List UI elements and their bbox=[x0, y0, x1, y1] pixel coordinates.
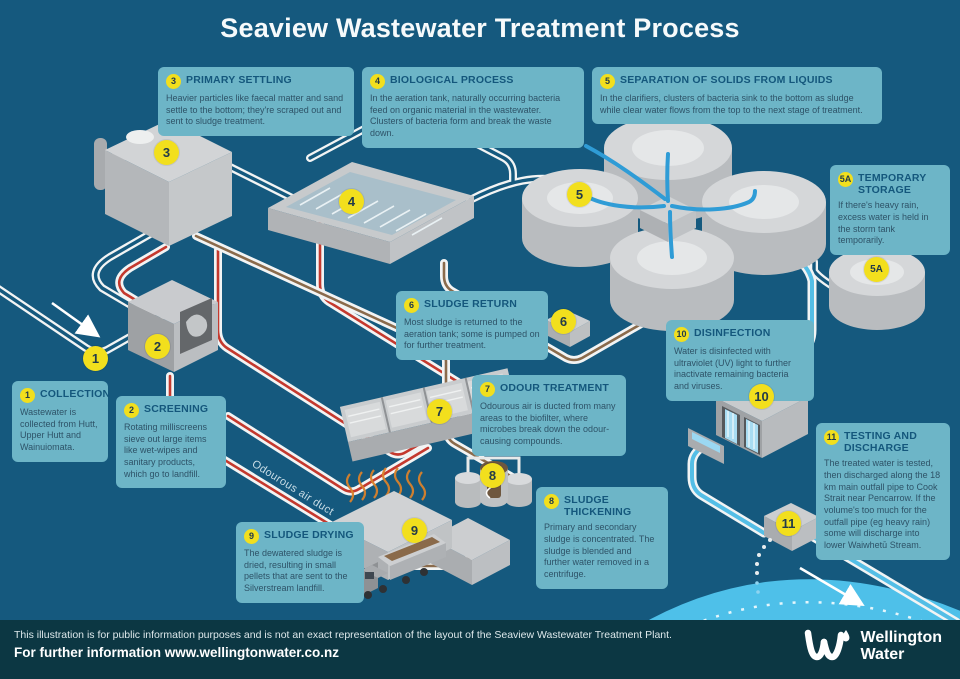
clarifier-feed-pipes bbox=[584, 144, 757, 259]
callout-body: Heavier particles like faecal matter and… bbox=[166, 93, 344, 127]
diagram-badge-4: 4 bbox=[339, 189, 364, 214]
callout-body: Water is disinfected with ultraviolet (U… bbox=[674, 346, 792, 392]
clarifier-bottom bbox=[610, 227, 734, 331]
diagram-badge-3: 3 bbox=[154, 140, 179, 165]
callout-title: SLUDGE THICKENING bbox=[564, 494, 632, 519]
callout-body: In the clarifiers, clusters of bacteria … bbox=[600, 93, 863, 115]
callout-body: The treated water is tested, then discha… bbox=[824, 458, 941, 550]
callout-body: Primary and secondary sludge is concentr… bbox=[544, 522, 655, 579]
heat-waves bbox=[345, 467, 427, 503]
diagram-badge-8: 8 bbox=[480, 463, 505, 488]
screening-building bbox=[128, 280, 218, 372]
callout-odour-treatment: 7 ODOUR TREATMENT Odourous air is ducted… bbox=[472, 375, 626, 456]
callout-number: 8 bbox=[544, 494, 559, 509]
callout-body: Wastewater is collected from Hutt, Upper… bbox=[20, 407, 98, 453]
clarifiers bbox=[522, 116, 826, 331]
callout-number: 1 bbox=[20, 388, 35, 403]
callout-primary-settling: 3 PRIMARY SETTLING Heavier particles lik… bbox=[158, 67, 354, 137]
callout-testing-discharge: 11 TESTING AND DISCHARGE The treated wat… bbox=[816, 423, 950, 560]
callout-number: 6 bbox=[404, 298, 419, 313]
footer-info-url: For further information www.wellingtonwa… bbox=[14, 645, 340, 660]
footer: This illustration is for public informat… bbox=[0, 620, 960, 679]
callout-disinfection: 10 DISINFECTION Water is disinfected wit… bbox=[666, 320, 814, 401]
wellington-water-logo-mark bbox=[804, 629, 849, 661]
logo-line-1: Wellington bbox=[860, 629, 942, 647]
callout-body: Rotating milliscreens sieve out large it… bbox=[124, 422, 208, 479]
diagram-badge-5: 5 bbox=[567, 182, 592, 207]
callout-collection: 1 COLLECTION Wastewater is collected fro… bbox=[12, 381, 111, 462]
aeration-tank bbox=[268, 162, 474, 264]
callout-separation: 5 SEPARATION OF SOLIDS FROM LIQUIDS In t… bbox=[592, 67, 882, 125]
diagram-badge-11: 11 bbox=[776, 511, 801, 536]
callout-body: Odourous air is ducted from many areas t… bbox=[480, 401, 616, 447]
diagram-badge-1: 1 bbox=[83, 346, 108, 371]
callout-body: The dewatered sludge is dried, resulting… bbox=[244, 548, 348, 594]
callout-sludge-return: 6 SLUDGE RETURN Most sludge is returned … bbox=[396, 291, 548, 361]
callout-title: DISINFECTION bbox=[694, 327, 771, 339]
droplet-icon bbox=[842, 630, 849, 642]
diagram-badge-10: 10 bbox=[749, 384, 774, 409]
callout-biological-process: 4 BIOLOGICAL PROCESS In the aeration tan… bbox=[362, 67, 584, 148]
callout-sludge-drying: 9 SLUDGE DRYING The dewatered sludge is … bbox=[236, 522, 364, 603]
truck bbox=[362, 534, 446, 599]
callout-number: 7 bbox=[480, 382, 495, 397]
callout-title: TEMPORARY STORAGE bbox=[858, 172, 927, 197]
diagram-badge-6: 6 bbox=[551, 309, 576, 334]
primary-settling-building bbox=[94, 120, 232, 246]
logo-line-2: Water bbox=[860, 646, 905, 663]
callout-body: In the aeration tank, naturally occurrin… bbox=[370, 93, 561, 139]
callout-temporary-storage: 5A TEMPORARY STORAGE If there's heavy ra… bbox=[830, 165, 950, 255]
callout-title: PRIMARY SETTLING bbox=[186, 74, 292, 86]
clarifier-hub bbox=[640, 196, 696, 242]
callout-number: 3 bbox=[166, 74, 181, 89]
footer-disclaimer: This illustration is for public informat… bbox=[14, 629, 672, 641]
callout-number: 2 bbox=[124, 403, 139, 418]
callout-title: BIOLOGICAL PROCESS bbox=[390, 74, 514, 86]
diagram-badge-5a: 5A bbox=[864, 257, 889, 282]
callout-title: SCREENING bbox=[144, 403, 209, 415]
callout-title: ODOUR TREATMENT bbox=[500, 382, 609, 394]
callout-body: Most sludge is returned to the aeration … bbox=[404, 317, 540, 351]
callout-screening: 2 SCREENING Rotating milliscreens sieve … bbox=[116, 396, 226, 489]
callout-title: SLUDGE RETURN bbox=[424, 298, 518, 310]
diagram-badge-7: 7 bbox=[427, 399, 452, 424]
callout-title: TESTING AND DISCHARGE bbox=[844, 430, 917, 455]
callout-title: COLLECTION bbox=[40, 388, 111, 400]
callout-number: 11 bbox=[824, 430, 839, 445]
diagram-badge-9: 9 bbox=[402, 518, 427, 543]
callout-number: 5 bbox=[600, 74, 615, 89]
callout-body: If there's heavy rain, excess water is h… bbox=[838, 200, 929, 246]
clarifier-right bbox=[702, 171, 826, 275]
callout-number: 10 bbox=[674, 327, 689, 342]
wellington-water-logo-text: Wellington Water bbox=[860, 629, 942, 664]
callout-sludge-thickening: 8 SLUDGE THICKENING Primary and secondar… bbox=[536, 487, 668, 589]
page-title: Seaview Wastewater Treatment Process bbox=[220, 13, 740, 43]
callout-number: 5A bbox=[838, 172, 853, 187]
flow-arrow-out bbox=[799, 566, 865, 606]
callout-title: SEPARATION OF SOLIDS FROM LIQUIDS bbox=[620, 74, 833, 86]
callout-number: 4 bbox=[370, 74, 385, 89]
diagram-badge-2: 2 bbox=[145, 334, 170, 359]
wellington-water-logo: Wellington Water bbox=[804, 629, 942, 665]
callout-title: SLUDGE DRYING bbox=[264, 529, 354, 541]
callout-number: 9 bbox=[244, 529, 259, 544]
flow-arrow-in bbox=[51, 301, 101, 338]
